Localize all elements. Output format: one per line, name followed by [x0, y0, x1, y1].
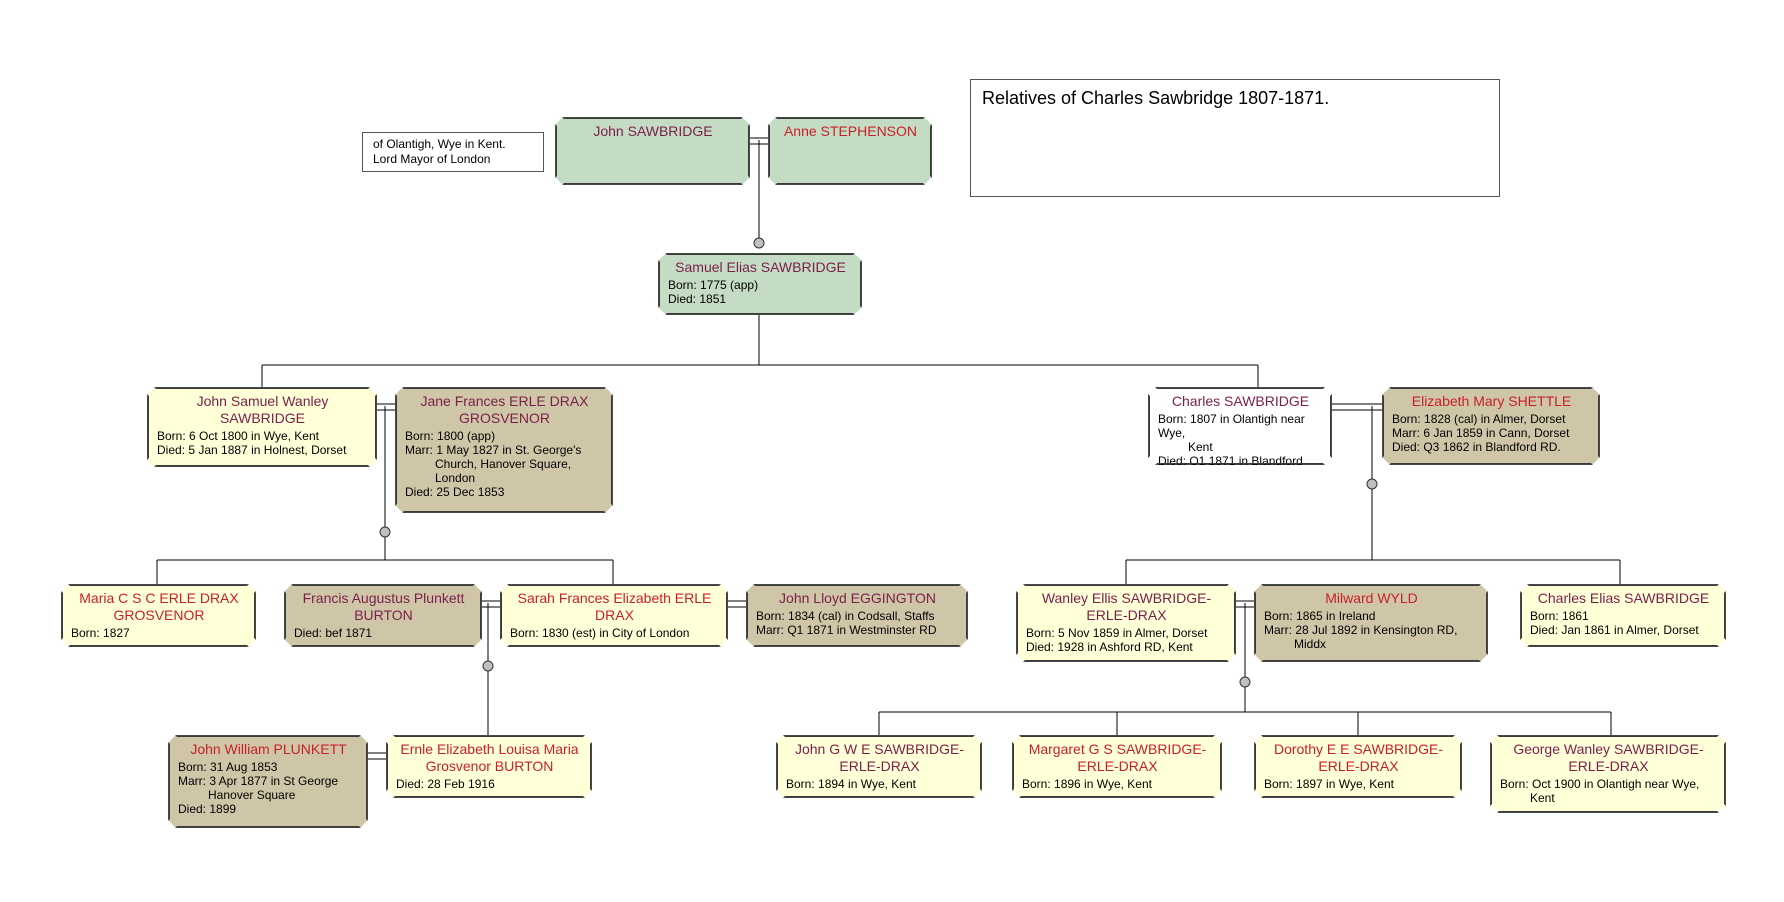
- person-fact: Born: 1828 (cal) in Almer, Dorset: [1392, 412, 1566, 426]
- person-name: John William PLUNKETT: [190, 741, 347, 757]
- person-name: Dorothy E E SAWBRIDGE-ERLE-DRAX: [1273, 741, 1444, 774]
- person-name: Charles SAWBRIDGE: [1171, 393, 1310, 409]
- person-fact: Born: 1861: [1530, 609, 1589, 623]
- person-fact: Church, Hanover Square,: [435, 457, 572, 471]
- note-line: Lord Mayor of London: [373, 152, 491, 166]
- person-fact: Marr: 6 Jan 1859 in Cann, Dorset: [1392, 426, 1570, 440]
- person-name: Sarah Frances Elizabeth ERLE DRAX: [517, 590, 712, 623]
- person-fact: Marr: 28 Jul 1892 in Kensington RD,: [1264, 623, 1458, 637]
- person-fact: Born: 1807 in Olantigh near Wye,: [1158, 412, 1305, 440]
- person-fact: Born: 1834 (cal) in Codsall, Staffs: [756, 609, 935, 623]
- person-fact: Middx: [1294, 637, 1327, 651]
- person-box-dorothy-ee-sawbridge-erle-drax[interactable]: Dorothy E E SAWBRIDGE-ERLE-DRAX Born: 18…: [1254, 735, 1462, 798]
- person-fact: Born: 1865 in Ireland: [1264, 609, 1376, 623]
- person-box-charles-sawbridge[interactable]: Charles SAWBRIDGE Born: 1807 in Olantigh…: [1148, 387, 1332, 465]
- person-name: Wanley Ellis SAWBRIDGE-ERLE-DRAX: [1041, 590, 1212, 623]
- person-box-john-samuel-wanley-sawbridge[interactable]: John Samuel Wanley SAWBRIDGE Born: 6 Oct…: [147, 387, 377, 467]
- person-box-john-lloyd-eggington[interactable]: John Lloyd EGGINGTON Born: 1834 (cal) in…: [746, 584, 968, 647]
- person-name: John Samuel Wanley SAWBRIDGE: [196, 393, 329, 426]
- person-fact: Died: Q3 1862 in Blandford RD.: [1392, 440, 1561, 454]
- person-fact: Born: 6 Oct 1800 in Wye, Kent: [157, 429, 319, 443]
- chart-title: Relatives of Charles Sawbridge 1807-1871…: [970, 79, 1500, 197]
- person-fact: Born: 1830 (est) in City of London: [510, 626, 690, 640]
- person-box-jane-frances-erle-drax-grosvenor[interactable]: Jane Frances ERLE DRAX GROSVENOR Born: 1…: [395, 387, 613, 513]
- person-fact: Marr: Q1 1871 in Westminster RD: [756, 623, 937, 637]
- person-fact: Born: 1894 in Wye, Kent: [786, 777, 916, 791]
- person-name: Anne STEPHENSON: [783, 123, 918, 139]
- person-box-wanley-ellis-sawbridge-erle-drax[interactable]: Wanley Ellis SAWBRIDGE-ERLE-DRAX Born: 5…: [1016, 584, 1236, 662]
- person-fact: Born: 1775 (app): [668, 278, 759, 292]
- person-fact: Died: 1899: [178, 802, 237, 816]
- person-fact: Marr: 3 Apr 1877 in St George: [178, 774, 339, 788]
- person-box-john-gwe-sawbridge-erle-drax[interactable]: John G W E SAWBRIDGE-ERLE-DRAX Born: 189…: [776, 735, 982, 798]
- family-node: [379, 526, 391, 538]
- person-fact: Died: Jan 1861 in Almer, Dorset: [1530, 623, 1699, 637]
- person-fact: Kent: [1188, 440, 1213, 454]
- note-line: of Olantigh, Wye in Kent.: [373, 137, 506, 151]
- person-name: John SAWBRIDGE: [593, 123, 713, 139]
- person-box-john-sawbridge[interactable]: John SAWBRIDGE: [555, 117, 750, 185]
- person-box-charles-elias-sawbridge[interactable]: Charles Elias SAWBRIDGE Born: 1861 Died:…: [1520, 584, 1726, 647]
- person-box-george-wanley-sawbridge-erle-drax[interactable]: George Wanley SAWBRIDGE-ERLE-DRAX Born: …: [1490, 735, 1726, 813]
- person-fact: Born: 1897 in Wye, Kent: [1264, 777, 1394, 791]
- person-box-anne-stephenson[interactable]: Anne STEPHENSON: [768, 117, 932, 185]
- person-name: Jane Frances ERLE DRAX GROSVENOR: [420, 393, 589, 426]
- person-fact: Died: 1928 in Ashford RD, Kent: [1026, 640, 1193, 654]
- person-fact: Hanover Square: [208, 788, 296, 802]
- note-box: of Olantigh, Wye in Kent. Lord Mayor of …: [362, 132, 544, 172]
- person-fact: Died: 5 Jan 1887 in Holnest, Dorset: [157, 443, 347, 457]
- person-name: Margaret G S SAWBRIDGE-ERLE-DRAX: [1028, 741, 1207, 774]
- person-box-samuel-elias-sawbridge[interactable]: Samuel Elias SAWBRIDGE Born: 1775 (app) …: [658, 253, 862, 315]
- person-fact: Born: 1827: [71, 626, 130, 640]
- person-name: Samuel Elias SAWBRIDGE: [675, 259, 846, 275]
- family-node: [753, 237, 765, 249]
- person-name: Maria C S C ERLE DRAX GROSVENOR: [79, 590, 239, 623]
- person-box-sarah-frances-elizabeth-erle-drax[interactable]: Sarah Frances Elizabeth ERLE DRAX Born: …: [500, 584, 728, 647]
- person-name: John G W E SAWBRIDGE-ERLE-DRAX: [794, 741, 965, 774]
- family-node: [482, 660, 494, 672]
- family-node: [1239, 676, 1251, 688]
- person-fact: London: [435, 471, 476, 485]
- person-box-maria-erle-drax-grosvenor[interactable]: Maria C S C ERLE DRAX GROSVENOR Born: 18…: [61, 584, 256, 647]
- person-fact: Born: 5 Nov 1859 in Almer, Dorset: [1026, 626, 1208, 640]
- person-name: John Lloyd EGGINGTON: [779, 590, 936, 606]
- person-box-john-william-plunkett[interactable]: John William PLUNKETT Born: 31 Aug 1853 …: [168, 735, 368, 828]
- person-fact: Died: 28 Feb 1916: [396, 777, 495, 791]
- person-fact: Died: 1851: [668, 292, 727, 306]
- person-box-milward-wyld[interactable]: Milward WYLD Born: 1865 in Ireland Marr:…: [1254, 584, 1488, 662]
- person-name: Charles Elias SAWBRIDGE: [1537, 590, 1710, 606]
- family-node: [1366, 478, 1378, 490]
- person-box-elizabeth-mary-shettle[interactable]: Elizabeth Mary SHETTLE Born: 1828 (cal) …: [1382, 387, 1600, 465]
- person-name: Ernle Elizabeth Louisa Maria Grosvenor B…: [400, 741, 579, 774]
- person-fact: Died: bef 1871: [294, 626, 373, 640]
- person-fact: Marr: 1 May 1827 in St. George's: [405, 443, 582, 457]
- person-fact: Born: 1896 in Wye, Kent: [1022, 777, 1152, 791]
- person-name: Milward WYLD: [1325, 590, 1418, 606]
- person-name: George Wanley SAWBRIDGE-ERLE-DRAX: [1513, 741, 1704, 774]
- person-name: Francis Augustus Plunkett BURTON: [302, 590, 465, 623]
- person-fact: Born: Oct 1900 in Olantigh near Wye,: [1500, 777, 1700, 791]
- person-name: Elizabeth Mary SHETTLE: [1411, 393, 1572, 409]
- person-box-ernle-elizabeth-louisa-maria-grosvenor-burton[interactable]: Ernle Elizabeth Louisa Maria Grosvenor B…: [386, 735, 592, 798]
- person-fact: Born: 1800 (app): [405, 429, 496, 443]
- person-fact: Born: 31 Aug 1853: [178, 760, 278, 774]
- person-fact: Died: 25 Dec 1853: [405, 485, 505, 499]
- person-box-margaret-gs-sawbridge-erle-drax[interactable]: Margaret G S SAWBRIDGE-ERLE-DRAX Born: 1…: [1012, 735, 1222, 798]
- person-box-francis-augustus-plunkett-burton[interactable]: Francis Augustus Plunkett BURTON Died: b…: [284, 584, 482, 647]
- person-fact: Kent: [1530, 791, 1555, 805]
